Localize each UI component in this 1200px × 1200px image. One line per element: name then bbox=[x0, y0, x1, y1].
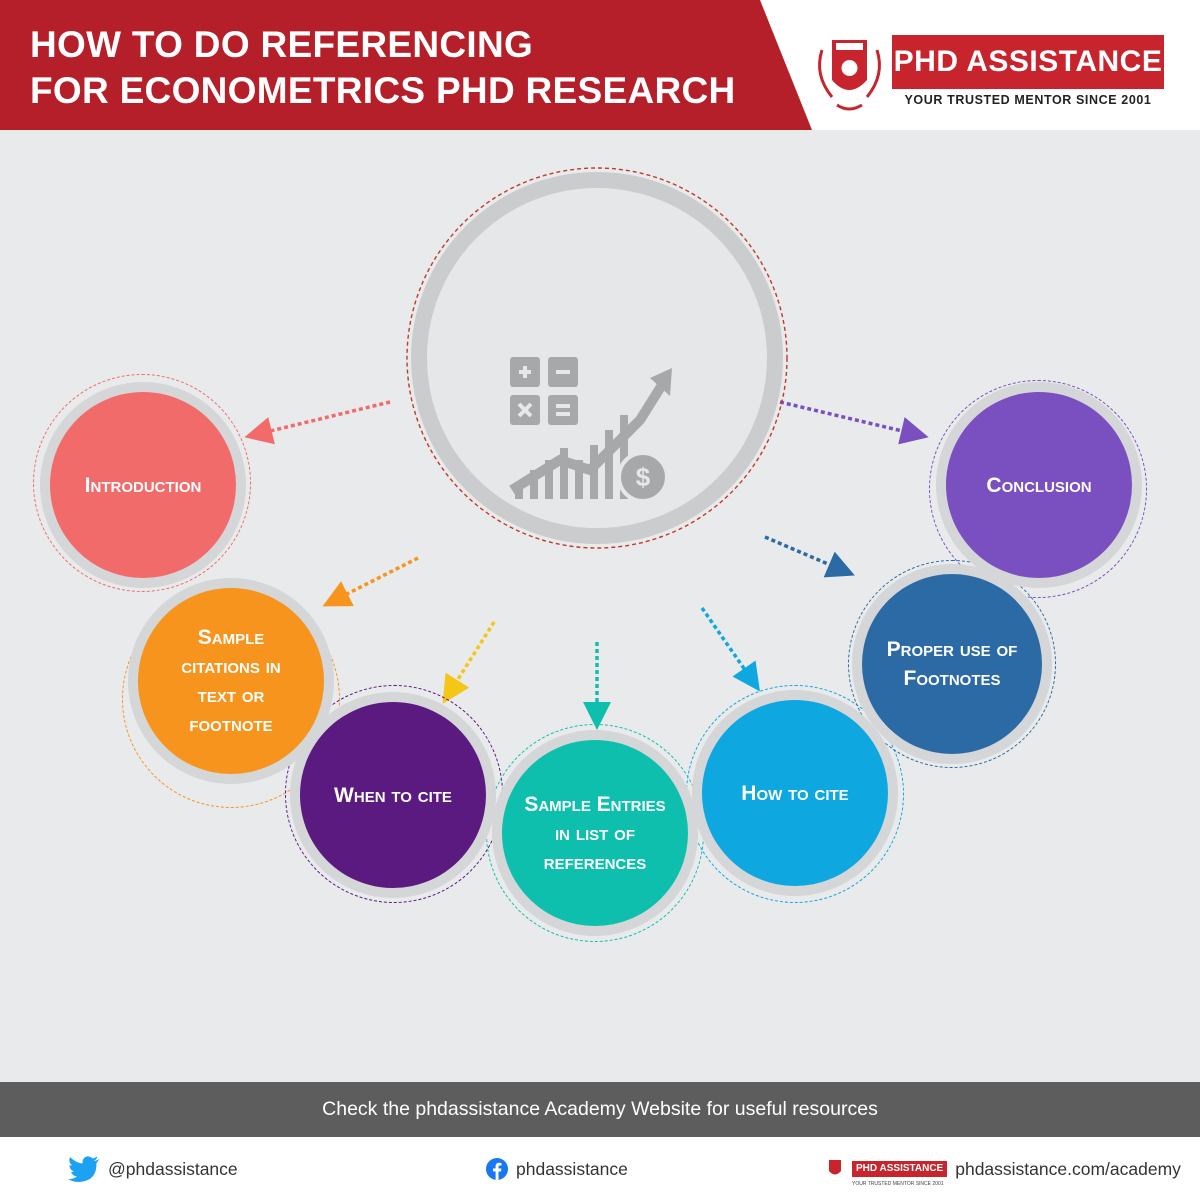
website-url: phdassistance.com/academy bbox=[955, 1158, 1181, 1179]
node-sample-citations[interactable]: Sample citations in text or footnote bbox=[138, 588, 324, 774]
title-line-1: HOW TO DO REFERENCING bbox=[30, 24, 534, 65]
finance-growth-icon: $ bbox=[509, 357, 672, 503]
facebook-icon bbox=[486, 1158, 508, 1180]
node-how-to-cite[interactable]: How to cite bbox=[702, 700, 888, 886]
twitter-icon bbox=[68, 1156, 99, 1182]
title-line-2: FOR ECONOMETRICS PHD RESEARCH bbox=[30, 70, 736, 111]
node-label-sample-citations: Sample citations in text or footnote bbox=[181, 626, 281, 736]
arrow-conclusion bbox=[779, 400, 929, 445]
footer: @phdassistance phdassistance PHD ASSISTA… bbox=[0, 1137, 1200, 1200]
node-label-how-to-cite: How to cite bbox=[741, 781, 849, 805]
twitter-link[interactable]: @phdassistance bbox=[68, 1155, 238, 1183]
hub-circle bbox=[411, 172, 783, 544]
connector-layer: $ bbox=[244, 167, 929, 730]
mini-logo-tagline: YOUR TRUSTED MENTOR SINCE 2001 bbox=[852, 1181, 944, 1187]
arrow-footnotes bbox=[764, 535, 855, 578]
mini-logo-name: PHD ASSISTANCE bbox=[856, 1163, 944, 1174]
hub-outer-ring bbox=[406, 167, 788, 549]
svg-text:$: $ bbox=[636, 462, 651, 492]
node-sample-entries[interactable]: Sample Entries in list of references bbox=[502, 740, 688, 926]
ring-conclusion bbox=[929, 380, 1147, 598]
node-label-footnotes: Proper use of Footnotes bbox=[886, 638, 1018, 690]
node-conclusion[interactable]: Conclusion bbox=[946, 392, 1132, 578]
brand-logo[interactable]: PHD ASSISTANCE YOUR TRUSTED MENTOR SINCE… bbox=[812, 35, 1172, 120]
arrow-introduction bbox=[244, 400, 391, 445]
footer-banner-text: Check the phdassistance Academy Website … bbox=[322, 1098, 878, 1120]
page-title: HOW TO DO REFERENCING FOR ECONOMETRICS P… bbox=[30, 22, 736, 114]
logo-wordmark: PHD ASSISTANCE bbox=[892, 35, 1164, 89]
arrow-sample-citations bbox=[322, 556, 419, 607]
arrow-when-to-cite bbox=[442, 621, 496, 704]
footer-banner: Check the phdassistance Academy Website … bbox=[0, 1082, 1200, 1137]
crest-icon bbox=[818, 40, 881, 111]
mini-brand-logo: PHD ASSISTANCE YOUR TRUSTED MENTOR SINCE… bbox=[852, 1161, 948, 1187]
ring-footnotes bbox=[848, 560, 1056, 768]
node-label-sample-entries: Sample Entries in list of references bbox=[524, 792, 666, 874]
mini-crest-icon bbox=[829, 1160, 841, 1175]
facebook-link[interactable]: phdassistance bbox=[486, 1155, 628, 1183]
node-label-introduction: Introduction bbox=[84, 473, 202, 497]
node-label-when-to-cite: When to cite bbox=[334, 783, 452, 807]
twitter-handle: @phdassistance bbox=[108, 1158, 238, 1179]
facebook-handle: phdassistance bbox=[516, 1158, 628, 1179]
node-footnotes[interactable]: Proper use of Footnotes bbox=[862, 574, 1042, 754]
ring-how-to-cite bbox=[686, 685, 904, 903]
ring-introduction bbox=[33, 374, 251, 592]
arrow-how-to-cite bbox=[700, 607, 760, 692]
node-when-to-cite[interactable]: When to cite bbox=[300, 702, 486, 888]
website-link[interactable]: PHD ASSISTANCE YOUR TRUSTED MENTOR SINCE… bbox=[826, 1155, 1181, 1187]
node-label-conclusion: Conclusion bbox=[986, 473, 1092, 497]
node-introduction[interactable]: Introduction bbox=[50, 392, 236, 578]
diagram: $ Introduction Sample citations in text … bbox=[0, 130, 1200, 1082]
header-banner: HOW TO DO REFERENCING FOR ECONOMETRICS P… bbox=[0, 0, 1200, 130]
logo-tagline: YOUR TRUSTED MENTOR SINCE 2001 bbox=[904, 93, 1152, 107]
